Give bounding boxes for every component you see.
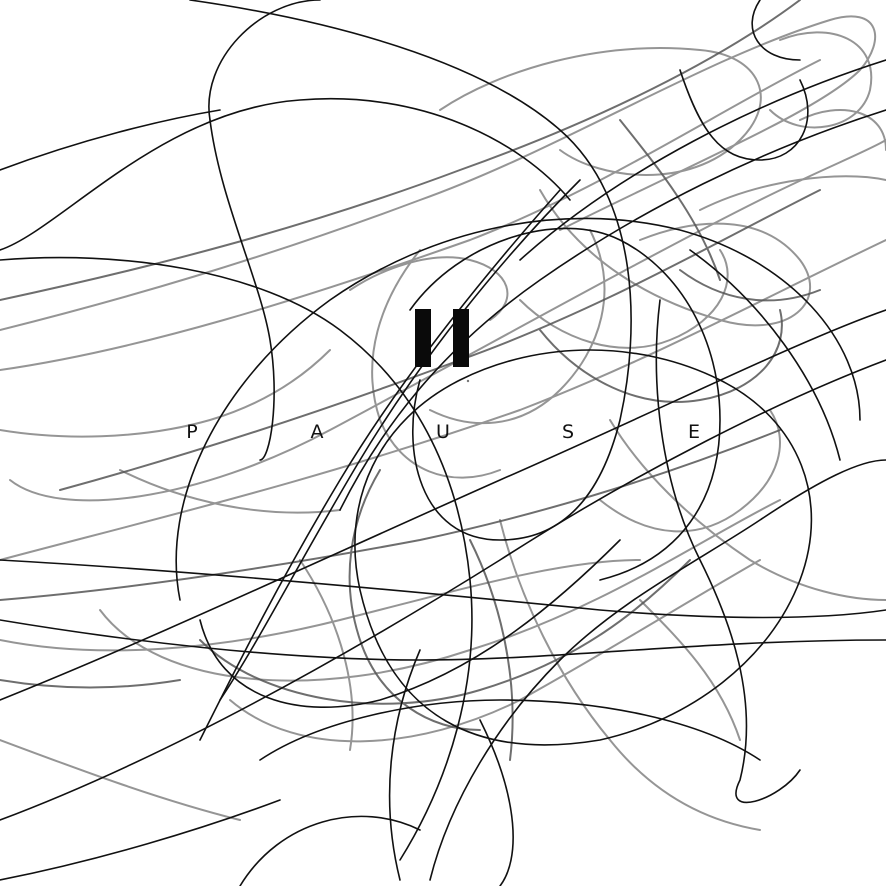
scribble-medium-group <box>0 0 821 761</box>
pause-letter-e: E <box>687 421 700 443</box>
pause-letter-p: P <box>186 421 198 443</box>
pause-letter-a: A <box>310 421 324 443</box>
pause-bar-right <box>453 309 469 367</box>
speck-dot <box>466 379 470 383</box>
pause-letter-u: U <box>436 421 450 443</box>
pause-bar-left <box>415 309 431 367</box>
pause-letter-s: S <box>561 421 575 443</box>
pause-label: P A U S E <box>0 420 886 446</box>
scribble-light-group <box>0 15 886 831</box>
pause-icon[interactable] <box>415 309 471 367</box>
